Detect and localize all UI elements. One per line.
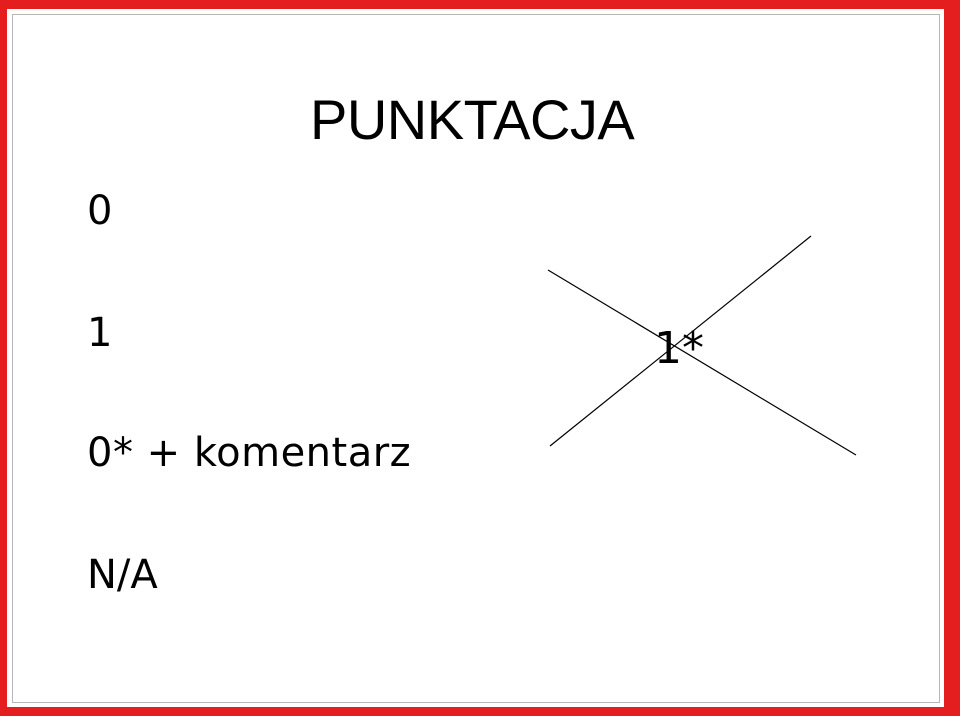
score-zero-with-comment: 0* + komentarz (87, 430, 412, 476)
score-zero: 0 (87, 188, 113, 234)
score-not-applicable: N/A (87, 552, 158, 598)
slide-title: PUNKTACJA (310, 88, 635, 151)
cross-out-mark-icon (547, 235, 857, 456)
crossed-out-score: 1* (547, 235, 857, 456)
score-one: 1 (87, 310, 113, 356)
